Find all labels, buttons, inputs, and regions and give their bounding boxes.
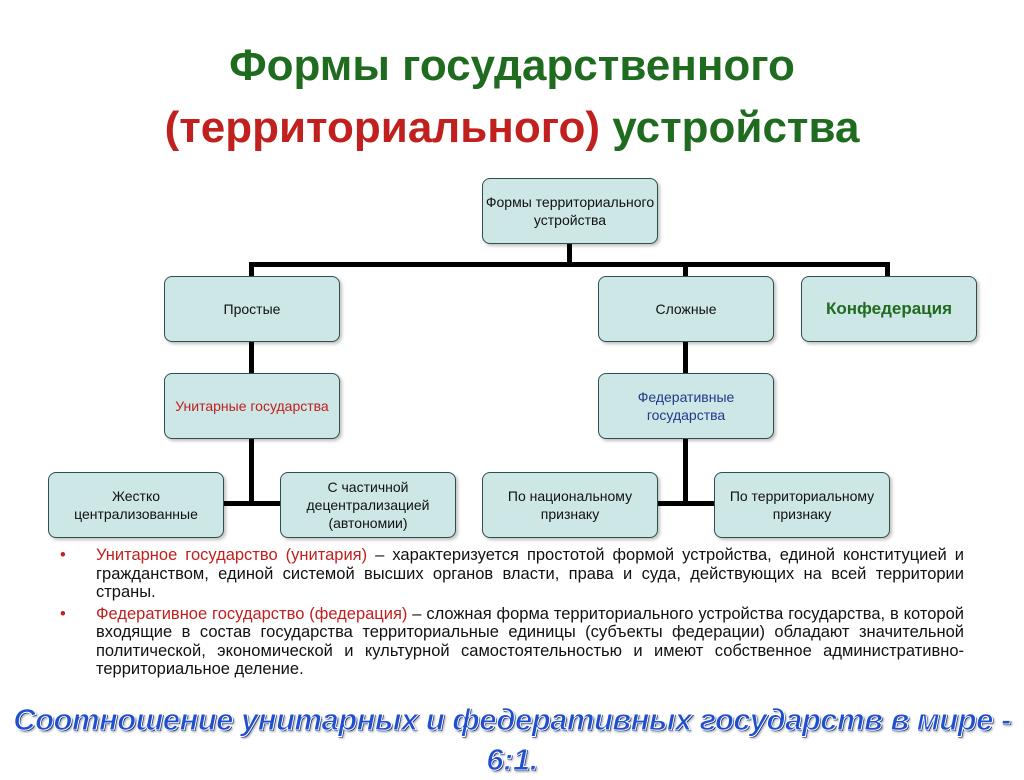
definition-unitary-term: Унитарное государство (унитария) (96, 546, 368, 564)
box-centralized-label: Жестко централизованные (74, 488, 198, 522)
box-complex-label: Сложные (655, 301, 717, 317)
box-partial-decentralization: С частичной децентрализацией (автономии) (280, 472, 456, 538)
connector-to-complex (683, 262, 688, 276)
box-national: По национальному признаку (482, 472, 658, 538)
box-confederation: Конфедерация (801, 276, 977, 342)
box-unitary-label: Унитарные государства (175, 398, 329, 414)
title-line2-green: устройства (600, 103, 860, 152)
connector-simple-unitary (249, 341, 254, 375)
box-federative: Федеративные государства (598, 373, 774, 439)
box-simple: Простые (164, 276, 340, 342)
ratio-note: Соотношение унитарных и федеративных гос… (13, 702, 1012, 778)
definitions-list: • Унитарное государство (унитария) – хар… (60, 546, 964, 682)
connector-unitary-branch (222, 501, 282, 506)
bullet-dot-icon: • (60, 546, 66, 564)
definition-federative-term: Федеративное государство (федерация) (96, 604, 408, 623)
box-territorial: По территориальному признаку (714, 472, 890, 538)
box-national-label: По национальному признаку (507, 488, 633, 522)
bullet-dot-icon: • (60, 604, 66, 623)
connector-federative-down (683, 438, 688, 504)
box-root-label: Формы территориального устройства (485, 194, 655, 228)
connector-root-down (567, 243, 572, 265)
connector-to-confederation (885, 262, 890, 276)
box-complex: Сложные (598, 276, 774, 342)
box-federative-label: Федеративные государства (637, 389, 735, 423)
page-title-line2: (территориального) устройства (0, 100, 1024, 156)
box-partial-decentralization-label: С частичной децентрализацией (автономии) (306, 479, 430, 531)
box-centralized: Жестко централизованные (48, 472, 224, 538)
box-territorial-label: По территориальному признаку (729, 488, 875, 522)
box-confederation-label: Конфедерация (825, 299, 953, 318)
definition-federative-text: – сложная форма территориального устройс… (96, 604, 964, 679)
title-line2-red: (территориального) (164, 103, 601, 152)
title-line1-text: Формы государственного (229, 41, 795, 90)
definition-unitary: • Унитарное государство (унитария) – хар… (60, 546, 964, 602)
definition-unitary-text: – характеризуется простотой формой устро… (96, 546, 964, 601)
box-root: Формы территориального устройства (482, 178, 658, 244)
definition-federative: • Федеративное государство (федерация) –… (60, 605, 964, 679)
connector-complex-federative (683, 341, 688, 375)
box-unitary: Унитарные государства (164, 373, 340, 439)
connector-federative-branch (656, 501, 716, 506)
connector-unitary-down (249, 438, 254, 504)
box-simple-label: Простые (223, 301, 281, 317)
connector-to-simple (249, 262, 254, 276)
page-title-line1: Формы государственного (0, 38, 1024, 94)
connector-top-bar (249, 262, 890, 267)
